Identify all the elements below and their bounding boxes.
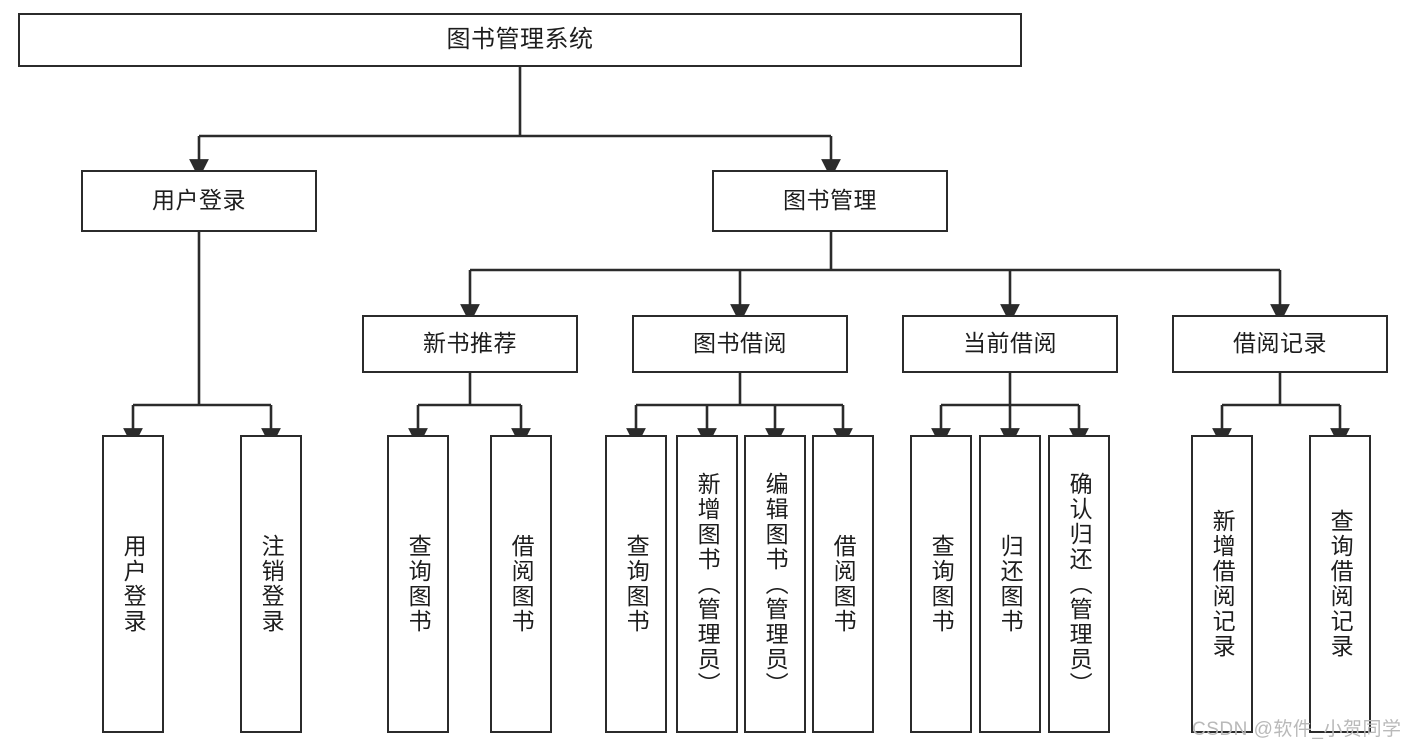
node-book-management[interactable]: 图书管理 (712, 170, 948, 232)
leaf-user-login[interactable]: 用户登录 (102, 435, 164, 733)
leaf-borrow-edit-label: 编辑图书（管理员） (762, 471, 789, 697)
leaf-borrow-borrow-label: 借阅图书 (830, 534, 857, 634)
leaf-user-logout[interactable]: 注销登录 (240, 435, 302, 733)
leaf-newbook-query[interactable]: 查询图书 (387, 435, 449, 733)
leaf-current-return[interactable]: 归还图书 (979, 435, 1041, 733)
csdn-watermark: CSDN @软件_小贺同学 (1192, 719, 1402, 740)
leaf-records-add-label: 新增借阅记录 (1209, 509, 1236, 659)
node-new-book-recommend[interactable]: 新书推荐 (362, 315, 578, 373)
leaf-current-confirm-label: 确认归还（管理员） (1066, 471, 1093, 697)
leaf-borrow-add[interactable]: 新增图书（管理员） (676, 435, 738, 733)
node-root[interactable]: 图书管理系统 (18, 13, 1022, 67)
leaf-current-confirm[interactable]: 确认归还（管理员） (1048, 435, 1110, 733)
node-root-label: 图书管理系统 (446, 25, 594, 53)
leaf-current-return-label: 归还图书 (997, 534, 1024, 634)
node-new-book-recommend-label: 新书推荐 (423, 330, 517, 357)
leaf-newbook-query-label: 查询图书 (405, 534, 432, 634)
leaf-records-query[interactable]: 查询借阅记录 (1309, 435, 1371, 733)
leaf-newbook-borrow-label: 借阅图书 (508, 534, 535, 634)
leaf-user-login-label: 用户登录 (120, 534, 147, 634)
node-book-borrow[interactable]: 图书借阅 (632, 315, 848, 373)
node-current-borrow-label: 当前借阅 (963, 330, 1057, 357)
node-current-borrow[interactable]: 当前借阅 (902, 315, 1118, 373)
leaf-borrow-add-label: 新增图书（管理员） (694, 471, 721, 697)
leaf-borrow-borrow[interactable]: 借阅图书 (812, 435, 874, 733)
node-book-management-label: 图书管理 (783, 187, 877, 214)
leaf-records-add[interactable]: 新增借阅记录 (1191, 435, 1253, 733)
leaf-records-query-label: 查询借阅记录 (1327, 509, 1354, 659)
node-borrow-records[interactable]: 借阅记录 (1172, 315, 1388, 373)
node-borrow-records-label: 借阅记录 (1233, 330, 1327, 357)
leaf-borrow-edit[interactable]: 编辑图书（管理员） (744, 435, 806, 733)
leaf-borrow-query[interactable]: 查询图书 (605, 435, 667, 733)
leaf-current-query-label: 查询图书 (928, 534, 955, 634)
node-user-login[interactable]: 用户登录 (81, 170, 317, 232)
leaf-user-logout-label: 注销登录 (258, 534, 285, 634)
leaf-borrow-query-label: 查询图书 (623, 534, 650, 634)
node-user-login-label: 用户登录 (152, 187, 246, 214)
node-book-borrow-label: 图书借阅 (693, 330, 787, 357)
leaf-newbook-borrow[interactable]: 借阅图书 (490, 435, 552, 733)
leaf-current-query[interactable]: 查询图书 (910, 435, 972, 733)
